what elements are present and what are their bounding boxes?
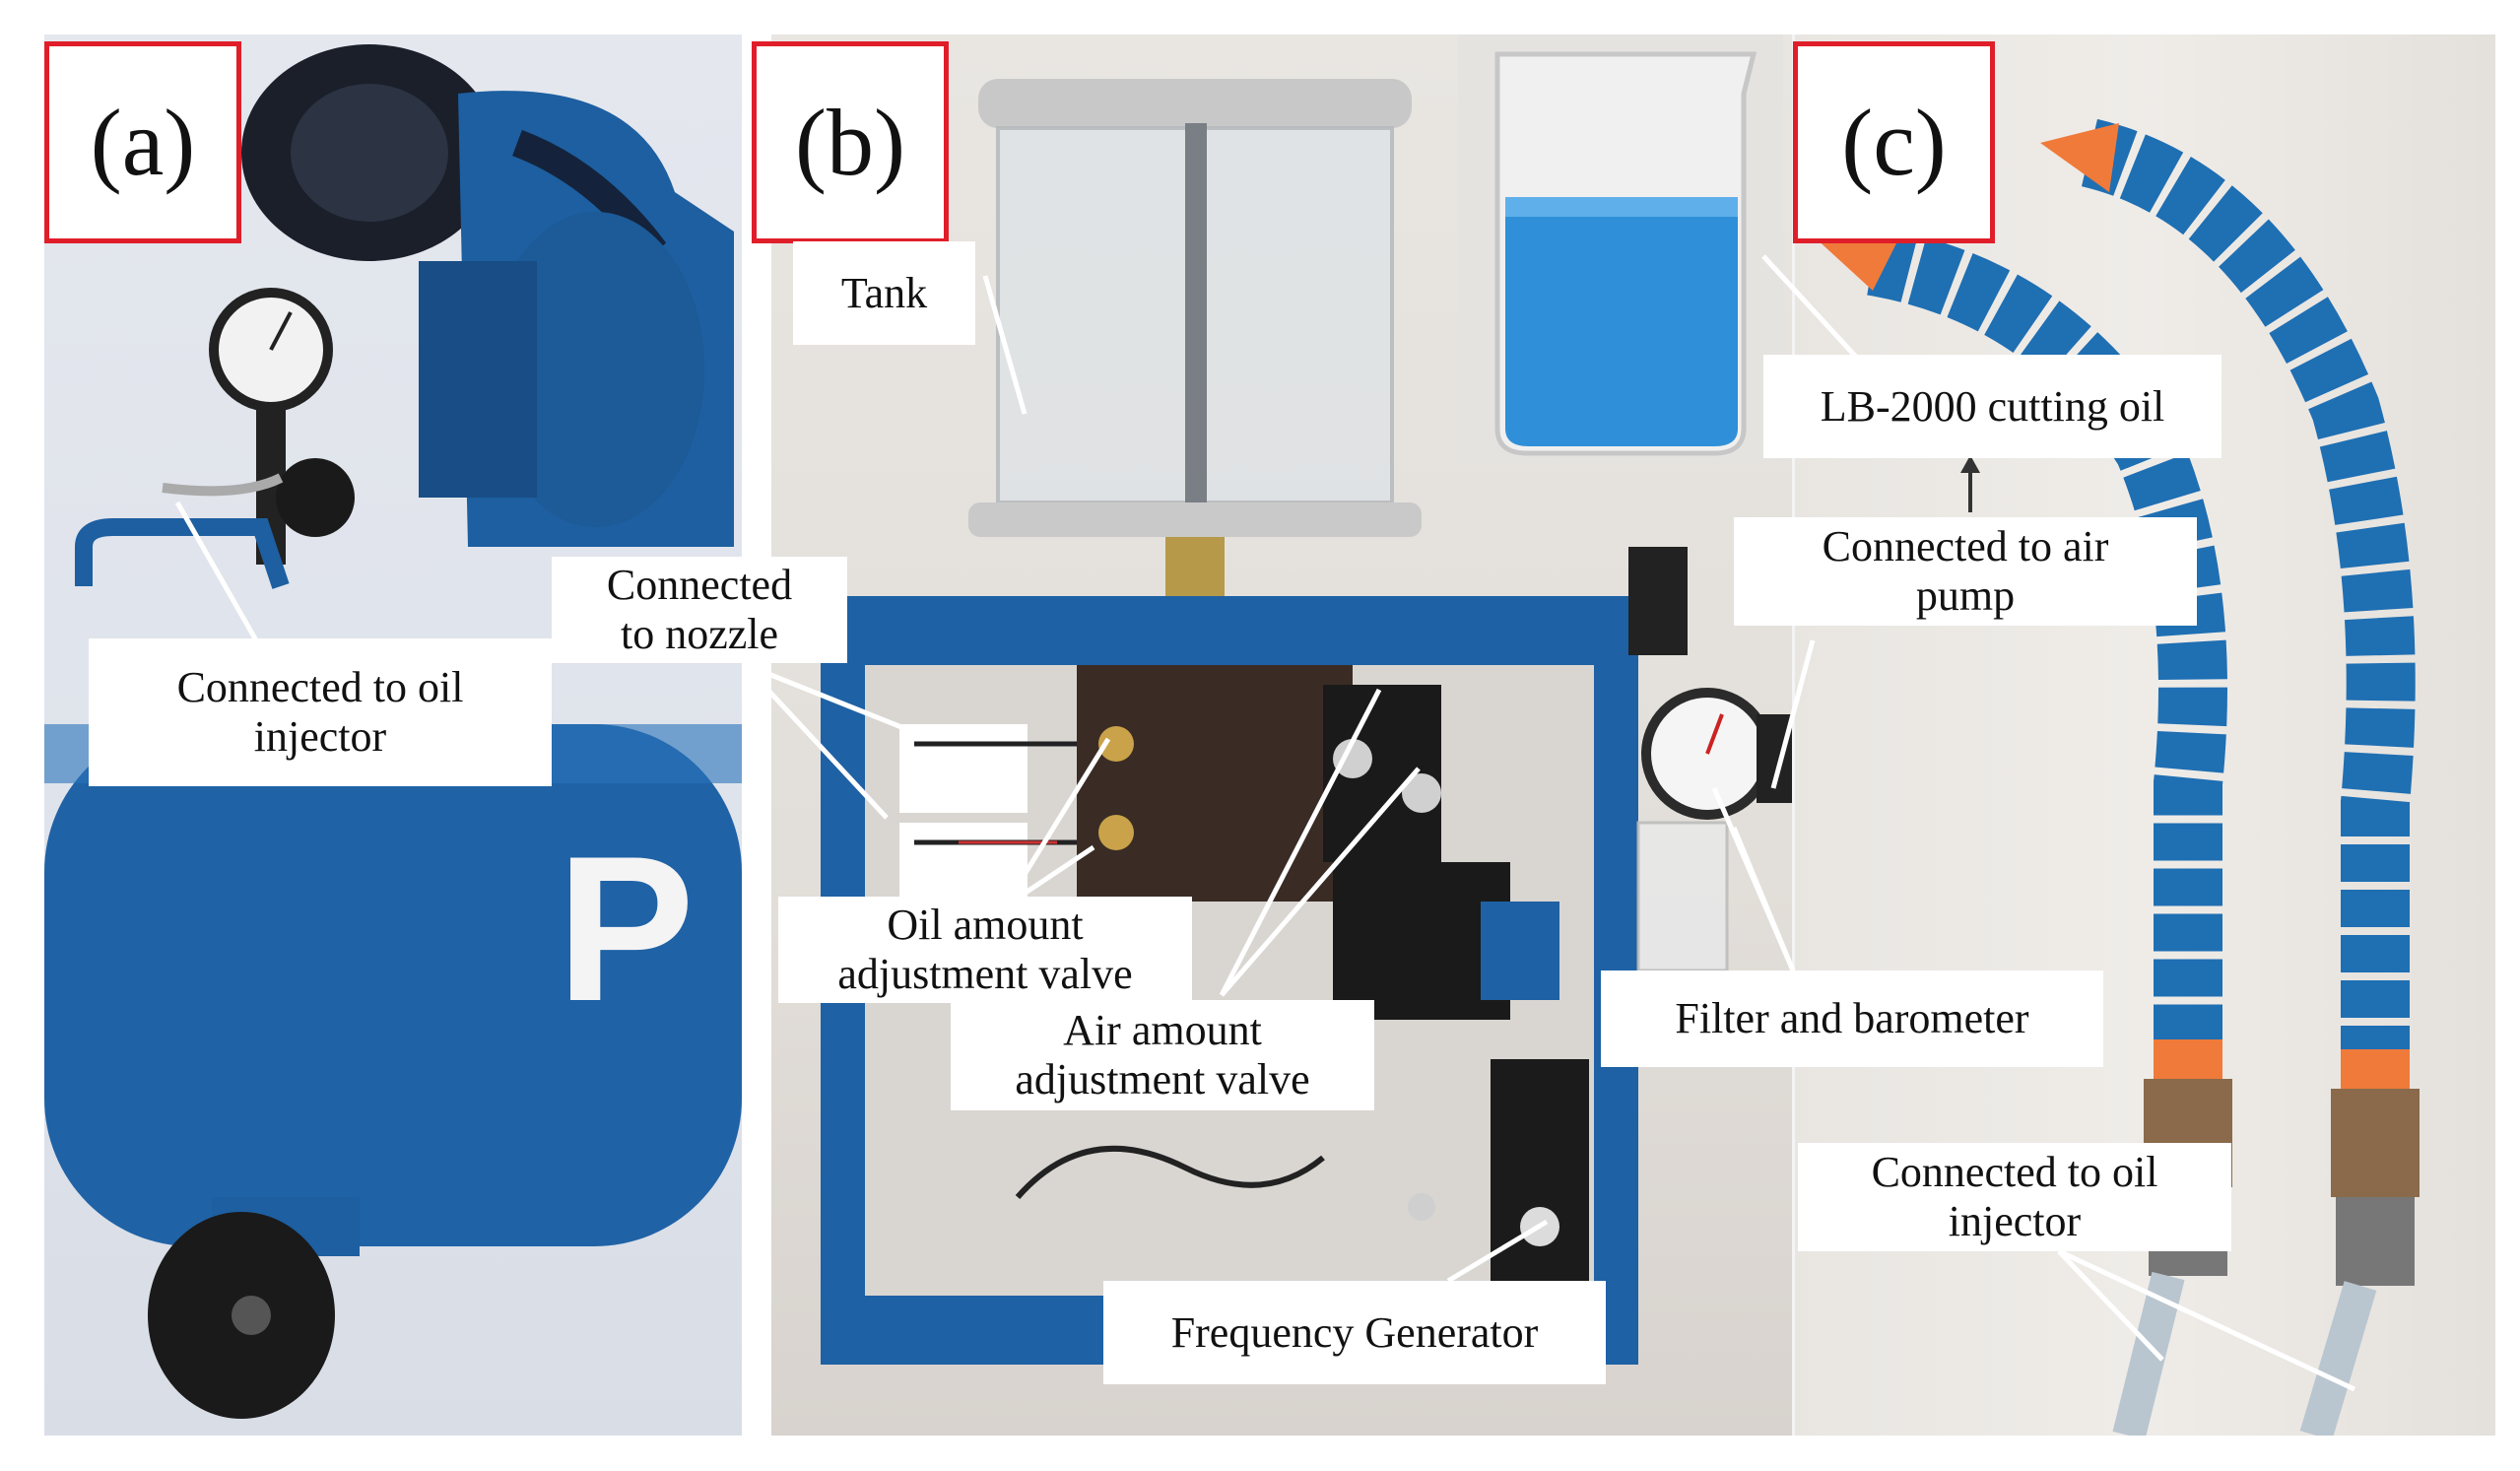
leader-line-tank (982, 275, 1028, 415)
label-oil-amount-adjustment-valve: Oil amount adjustment valve (778, 897, 1192, 1003)
nozzle-tip-left (1814, 232, 1902, 291)
label-line: pump (1915, 571, 2016, 620)
leader-line-filter-2 (1731, 827, 1796, 971)
ball-valve-right (2331, 1089, 2420, 1197)
label-connected-to-nozzle: Connected to nozzle (552, 557, 847, 663)
cutting-oil-liquid (1505, 197, 1738, 446)
leader-line-nozzle-1 (758, 667, 907, 732)
leader-line-air-valve-1 (1219, 688, 1382, 997)
label-a-connected-to-oil-injector: Connected to oil injector (89, 638, 552, 786)
frequency-generator-unit (1491, 1059, 1589, 1296)
label-lb2000-cutting-oil: LB-2000 cutting oil (1763, 355, 2222, 458)
label-line: Connected to air (1822, 522, 2109, 570)
label-line: Oil amount (887, 901, 1084, 949)
panel-tag-b: (b) (752, 41, 949, 243)
mql-device-illustration (821, 79, 1794, 1365)
label-air-amount-adjustment-valve: Air amount adjustment valve (951, 1000, 1374, 1110)
nozzle-tip-right (2040, 123, 2119, 192)
label-connected-to-air-pump: Connected to air pump (1734, 517, 2197, 626)
valve-block (1077, 665, 1353, 902)
leader-line-c-injector-1 (2057, 1249, 2164, 1362)
label-line: Connected to oil (1871, 1148, 2158, 1196)
panel-divider (1792, 34, 1795, 1436)
compressor-tank (44, 724, 742, 1246)
beaker-illustration (1494, 51, 1757, 456)
beaker-inset-photo (1458, 34, 1783, 463)
label-line: Connected to oil (176, 663, 464, 711)
label-line: injector (253, 712, 387, 761)
leader-line-air-pump (1770, 639, 1816, 789)
leader-line-a-injector (174, 501, 259, 642)
label-frequency-generator: Frequency Generator (1103, 1281, 1606, 1384)
panel-a-compressor-photo: P (44, 34, 742, 1436)
panel-tag-a: (a) (44, 41, 241, 243)
leader-line-nozzle-2 (757, 678, 889, 820)
arrow-to-air-pump (1960, 455, 1980, 512)
label-filter-and-barometer: Filter and barometer (1601, 970, 2103, 1067)
tank-lid (978, 79, 1412, 128)
leader-line-oil-valve-1 (1002, 737, 1111, 908)
label-tank: Tank (793, 241, 975, 345)
compressor-illustration: P (44, 44, 742, 1419)
label-line: adjustment valve (837, 950, 1133, 998)
label-line: Connected (606, 561, 793, 609)
panel-b-device-photo (771, 34, 1794, 1436)
leader-line-air-valve-2 (1220, 767, 1421, 997)
flexible-hose-right (2081, 118, 2416, 1049)
panel-tag-c: (c) (1793, 41, 1995, 243)
tank-logo-letters: P (557, 813, 695, 1044)
label-line: to nozzle (620, 610, 779, 658)
label-line: adjustment valve (1015, 1055, 1310, 1103)
leader-line-c-injector-2 (2057, 1248, 2356, 1392)
label-line: Air amount (1063, 1006, 1262, 1054)
label-line: injector (1948, 1197, 2082, 1245)
label-c-connected-to-oil-injector: Connected to oil injector (1798, 1143, 2231, 1251)
leader-line-frequency (1446, 1219, 1549, 1284)
